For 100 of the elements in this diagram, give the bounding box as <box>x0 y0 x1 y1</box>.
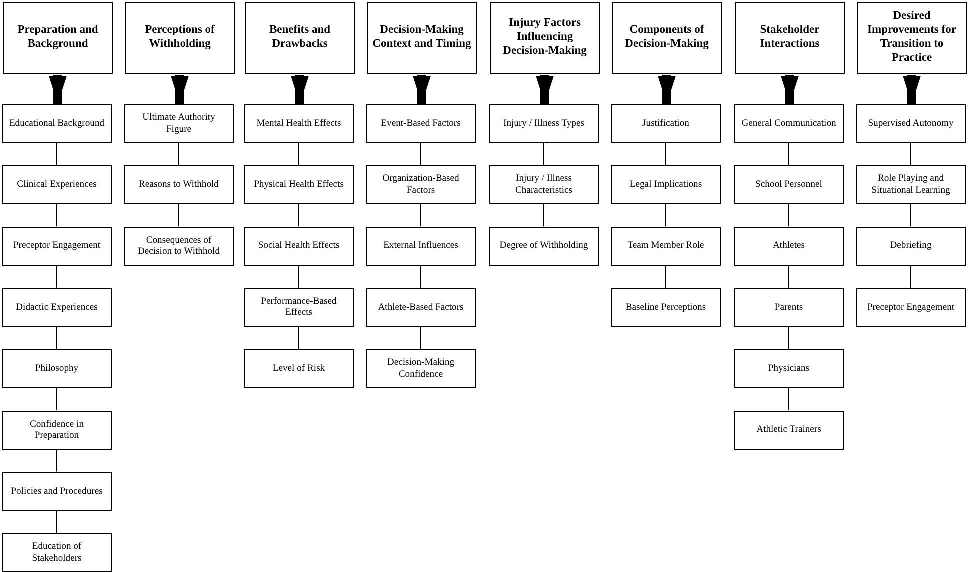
connector-line <box>910 142 912 166</box>
theme-header-box <box>3 2 113 74</box>
block-arrow <box>658 75 676 104</box>
subtheme-box <box>366 165 476 204</box>
subtheme-label: School Personnel <box>756 179 822 191</box>
subtheme-label: Confidence in Preparation <box>28 418 86 442</box>
subtheme-label: Physicians <box>768 362 810 374</box>
subtheme-box <box>124 104 234 143</box>
subtheme-box <box>2 288 112 327</box>
theme-header-box <box>367 2 477 74</box>
subtheme-box <box>124 226 234 266</box>
theme-heading: Decision-Making Context and Timing <box>372 24 472 52</box>
subtheme-box <box>611 165 721 204</box>
subtheme-box <box>489 165 599 204</box>
subtheme-box <box>2 165 112 204</box>
subtheme-label: Mental Health Effects <box>256 118 342 130</box>
block-arrow <box>536 75 554 104</box>
subtheme-box <box>856 165 966 204</box>
subtheme-box <box>366 104 476 143</box>
subtheme-label: Parents <box>774 302 804 314</box>
subtheme-box <box>244 165 354 204</box>
connector-line <box>788 142 790 166</box>
subtheme-box <box>489 104 599 143</box>
block-arrow <box>903 75 921 104</box>
subtheme-box <box>734 410 844 450</box>
connector-line <box>910 265 912 288</box>
subtheme-label: Policies and Procedures <box>11 486 103 498</box>
subtheme-label: Social Health Effects <box>258 240 340 252</box>
theme-header-box <box>245 2 355 74</box>
subtheme-box <box>856 226 966 266</box>
subtheme-box <box>2 410 112 450</box>
subtheme-box <box>2 349 112 388</box>
subtheme-label: Injury / Illness Characteristics <box>514 173 574 196</box>
subtheme-label: Organization-Based Factors <box>382 173 460 196</box>
theme-header-box <box>125 2 235 74</box>
connector-line <box>298 142 300 166</box>
subtheme-label: Team Member Role <box>628 240 704 252</box>
subtheme-label: Performance-Based Effects <box>260 296 338 319</box>
connector-line <box>56 388 58 411</box>
subtheme-label: Supervised Autonomy <box>868 118 954 130</box>
theme-header-box <box>612 2 722 74</box>
theme-heading: Injury Factors Influencing Decision-Making <box>502 17 588 59</box>
subtheme-label: Preceptor Engagement <box>13 240 101 252</box>
connector-line <box>420 204 422 228</box>
theme-heading: Components of Decision-Making <box>624 24 710 52</box>
connector-line <box>178 204 180 228</box>
connector-line <box>56 265 58 288</box>
connector-line <box>56 142 58 166</box>
subtheme-box <box>611 226 721 266</box>
connector-line <box>788 204 790 228</box>
subtheme-box <box>244 226 354 266</box>
subtheme-label: Decision-Making Confidence <box>386 357 456 380</box>
block-arrow <box>413 75 431 104</box>
subtheme-label: External Influences <box>384 240 458 252</box>
connector-line <box>56 204 58 228</box>
subtheme-box <box>734 104 844 143</box>
subtheme-box <box>734 165 844 204</box>
subtheme-box <box>244 288 354 327</box>
connector-line <box>298 326 300 350</box>
theme-header-box <box>857 2 967 74</box>
subtheme-label: Athletic Trainers <box>756 424 822 436</box>
subtheme-box <box>366 226 476 266</box>
subtheme-box <box>124 165 234 204</box>
subtheme-label: Debriefing <box>890 240 932 252</box>
subtheme-box <box>2 472 112 511</box>
subtheme-label: Education of Stakeholders <box>31 541 83 564</box>
connector-line <box>420 142 422 166</box>
theme-heading: Preparation and Background <box>16 24 100 52</box>
subtheme-box <box>489 226 599 266</box>
subtheme-box <box>734 226 844 266</box>
connector-line <box>56 449 58 472</box>
subtheme-label: Baseline Perceptions <box>626 302 706 314</box>
connector-line <box>56 326 58 350</box>
subtheme-label: Role Playing and Situational Learning <box>870 173 952 196</box>
subtheme-label: Philosophy <box>35 362 79 374</box>
theme-header-box <box>735 2 845 74</box>
subtheme-box <box>366 288 476 327</box>
connector-line <box>298 204 300 228</box>
theme-header-box <box>490 2 600 74</box>
subtheme-label: Reasons to Withhold <box>139 179 219 191</box>
subtheme-box <box>244 104 354 143</box>
subtheme-label: Consequences of Decision to Withhold <box>136 234 222 258</box>
connector-line <box>788 326 790 350</box>
connector-line <box>420 326 422 350</box>
subtheme-label: Didactic Experiences <box>16 302 98 314</box>
subtheme-label: Educational Background <box>9 118 105 130</box>
theme-heading: Perceptions of Withholding <box>144 24 216 52</box>
connector-line <box>298 265 300 288</box>
subtheme-label: Degree of Withholding <box>500 240 588 252</box>
subtheme-label: Event-Based Factors <box>381 118 461 130</box>
subtheme-label: Legal Implications <box>630 179 702 191</box>
connector-line <box>910 204 912 228</box>
subtheme-label: Ultimate Authority Figure <box>142 112 216 135</box>
subtheme-box <box>734 349 844 388</box>
connector-line <box>788 265 790 288</box>
subtheme-box <box>856 288 966 327</box>
subtheme-label: Preceptor Engagement <box>867 302 955 314</box>
subtheme-box <box>856 104 966 143</box>
subtheme-box <box>244 349 354 388</box>
subtheme-box <box>611 288 721 327</box>
